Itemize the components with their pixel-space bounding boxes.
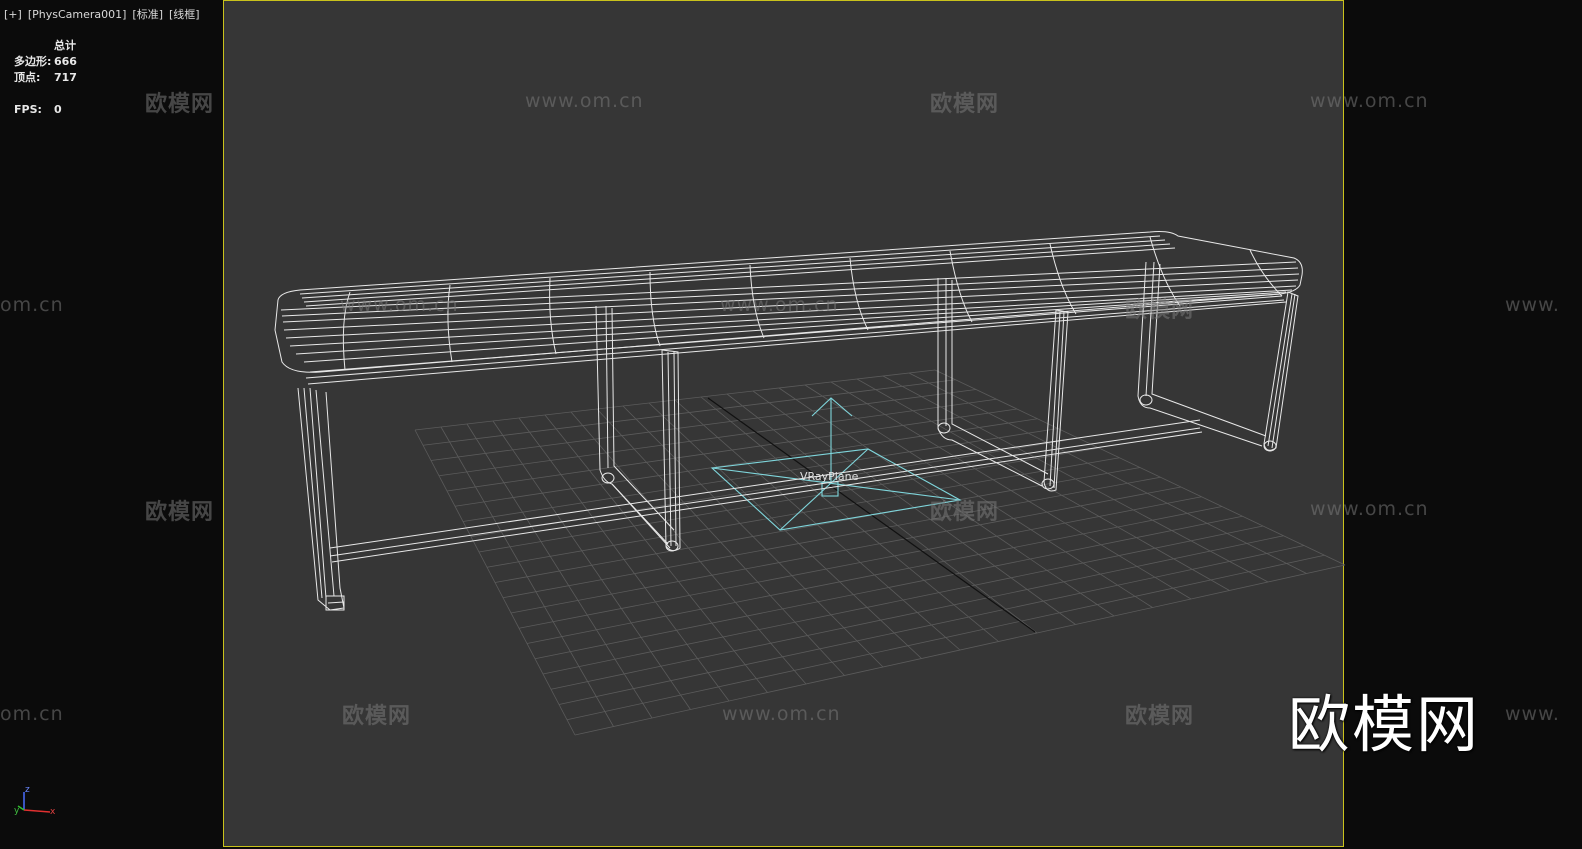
vray-plane-label: VRayPlane [800, 470, 859, 483]
viewport-display-wireframe-menu[interactable]: [线框] [169, 8, 200, 21]
polygons-label: 多边形: [14, 55, 52, 68]
bench-wireframe [274, 231, 1303, 611]
watermark-logo: 欧模网 [1125, 704, 1195, 729]
axis-x-label: x [50, 807, 56, 817]
watermark-logo: 欧模网 [1125, 298, 1195, 323]
watermark-logo: 欧模网 [145, 92, 215, 117]
axis-z-label: z [25, 785, 30, 795]
axis-y-label: y [14, 806, 20, 816]
watermark-url-partial: om.cn [0, 294, 64, 316]
watermark-url: www.om.cn [722, 703, 841, 725]
watermark-logo: 欧模网 [930, 500, 1000, 525]
vertices-value: 717 [54, 71, 77, 84]
viewport-shading-standard-menu[interactable]: [标准] [132, 8, 163, 21]
watermark-url-partial: www. [1505, 703, 1560, 725]
brand-logo: 欧模网 [1288, 688, 1481, 761]
watermark-url: www.om.cn [525, 90, 644, 112]
watermark-url: www.om.cn [1310, 498, 1429, 520]
viewport-statistics: 总计 多边形: 666 顶点: 717 FPS: 0 [14, 38, 77, 118]
vertices-label: 顶点: [14, 71, 41, 84]
watermark-logo: 欧模网 [145, 500, 215, 525]
fps-value: 0 [54, 103, 62, 116]
axis-tripod-icon: z x y [14, 785, 56, 817]
viewport-camera-menu[interactable]: [PhysCamera001] [27, 8, 127, 21]
fps-label: FPS: [14, 103, 42, 116]
viewport-general-menu[interactable]: [+] [4, 8, 22, 21]
home-grid [414, 369, 1346, 736]
viewport-label-menu[interactable]: [+] [PhysCamera001] [标准] [线框] [4, 6, 206, 22]
stats-header: 总计 [54, 39, 76, 52]
watermark-url: www.om.cn [340, 294, 459, 316]
camera-safe-frame[interactable] [223, 0, 1344, 847]
watermark-url: www.om.cn [720, 294, 839, 316]
vray-plane-light [710, 397, 962, 531]
watermark-url: www.om.cn [1310, 90, 1429, 112]
polygons-value: 666 [54, 55, 77, 68]
watermark-logo: 欧模网 [930, 92, 1000, 117]
watermark-logo: 欧模网 [342, 704, 412, 729]
watermark-url-partial: om.cn [0, 703, 64, 725]
watermark-url-partial: www. [1505, 294, 1560, 316]
